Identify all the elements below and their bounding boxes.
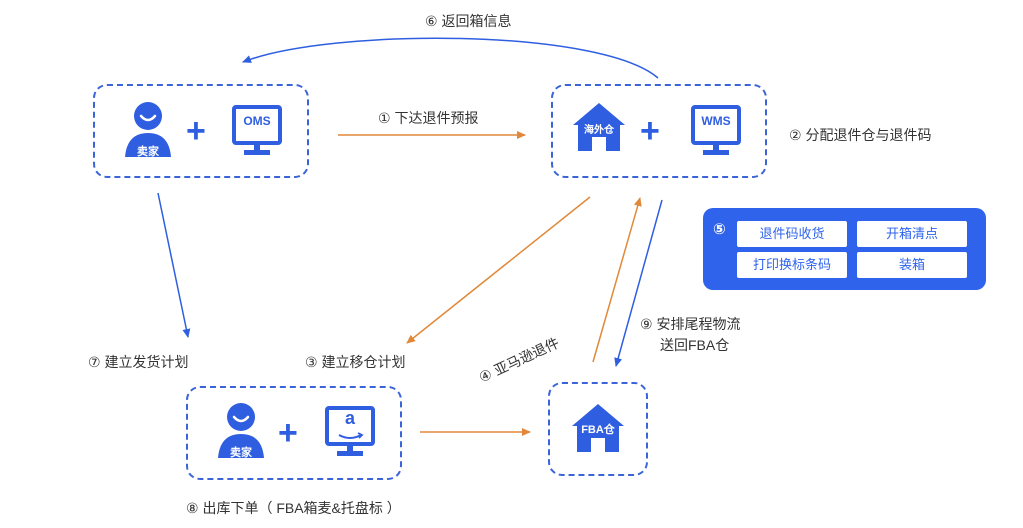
overseas-warehouse-label: 海外仓: [584, 125, 614, 136]
amazon-monitor-icon: [325, 406, 375, 456]
label-return-box-info: ⑥ 返回箱信息: [425, 13, 512, 29]
oms-monitor-icon: [232, 105, 282, 155]
seller-icon: [125, 102, 171, 157]
plus-sign: +: [278, 414, 298, 452]
seller-icon: [218, 403, 264, 458]
seller-oms-group: [93, 84, 309, 178]
label-step-3: ③ 建立移仓计划: [305, 354, 406, 370]
unbox-count-item: 开箱清点: [857, 221, 967, 247]
warehouse-icon: [573, 103, 625, 151]
label-step-1: ① 下达退件预报: [378, 110, 479, 126]
oms-label: OMS: [243, 114, 271, 128]
return-code-receiving-item: 退件码收货: [737, 221, 847, 247]
print-relabel-barcode-item: 打印换标条码: [737, 252, 847, 278]
packing-item: 装箱: [857, 252, 967, 278]
label-step-2: ② 分配退件仓与退件码: [789, 127, 932, 143]
arrow-return-box-info: [242, 37, 659, 79]
warehouse-operations-panel: ⑤ 退件码收货 开箱清点 打印换标条码 装箱: [703, 208, 986, 290]
arrow-last-mile: [614, 199, 663, 367]
amazon-logo-glyph: a: [344, 408, 355, 428]
plus-sign: +: [186, 112, 206, 150]
label-step-8: ⑧ 出库下单（ FBA箱麦&托盘标 ）: [186, 500, 401, 516]
arrow-amazon-return: [592, 197, 642, 363]
label-step-9-line2: 送回FBA仓: [660, 337, 730, 353]
step-5-number: ⑤: [713, 221, 726, 238]
warehouse-icon: [572, 404, 624, 452]
seller-label: 卖家: [137, 146, 159, 158]
seller-label: 卖家: [230, 447, 252, 459]
fba-warehouse-label: FBA仓: [581, 424, 615, 436]
wms-label: WMS: [701, 114, 731, 128]
arrow-shipment-plan: [157, 192, 191, 338]
seller-amazon-group: [186, 386, 402, 480]
overseas-wms-group: [551, 84, 767, 178]
label-step-7: ⑦ 建立发货计划: [88, 354, 189, 370]
label-step-9-line1: ⑨ 安排尾程物流: [640, 316, 741, 332]
fba-warehouse-group: [548, 382, 648, 476]
plus-sign: +: [640, 112, 660, 150]
arrow-transfer-plan: [406, 196, 591, 344]
wms-monitor-icon: [691, 105, 741, 155]
